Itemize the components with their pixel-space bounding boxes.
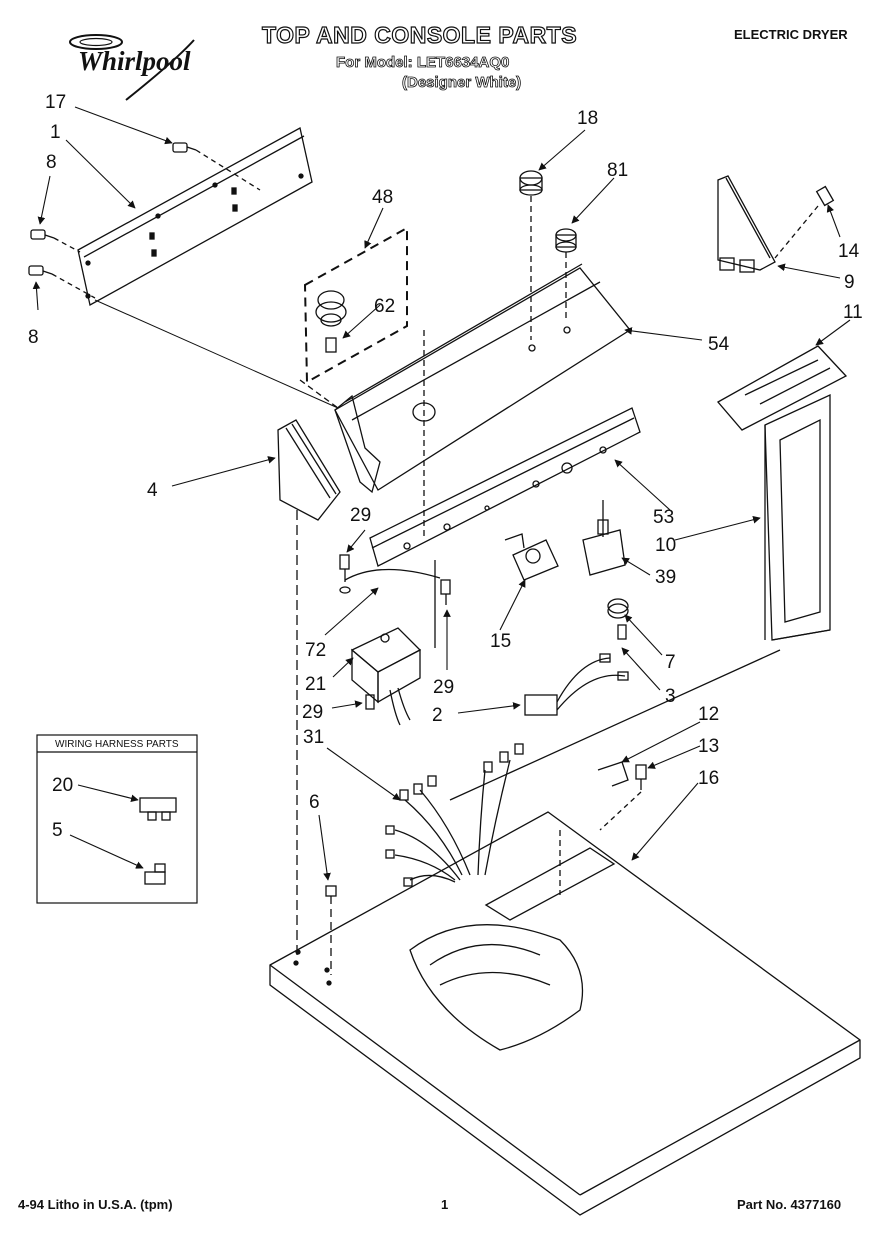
callout-7: 7 xyxy=(665,652,676,673)
model-line: For Model: LET6634AQ0 xyxy=(336,54,510,72)
timer-motor-part xyxy=(344,560,441,726)
screw-part xyxy=(339,554,451,605)
callout-21: 21 xyxy=(305,674,326,695)
callout-9: 9 xyxy=(844,272,855,293)
rear-bracket-part xyxy=(77,127,313,306)
callout-4: 4 xyxy=(147,480,158,501)
callout-29: 29 xyxy=(433,677,454,698)
callout-13: 13 xyxy=(698,736,719,757)
callout-62: 62 xyxy=(374,296,395,317)
callout-81: 81 xyxy=(607,160,628,181)
callout-15: 15 xyxy=(490,631,511,652)
top-panel-part xyxy=(449,345,848,801)
callout-8: 8 xyxy=(28,327,39,348)
callout-31: 31 xyxy=(303,727,324,748)
timer-knob-kit xyxy=(303,226,408,384)
callout-2: 2 xyxy=(432,705,443,726)
page-number: 1 xyxy=(441,1197,449,1212)
callout-18: 18 xyxy=(577,108,598,129)
wire-harness-part xyxy=(524,653,629,716)
control-channel-part xyxy=(369,330,641,567)
callout-53: 53 xyxy=(653,507,674,528)
callout-3: 3 xyxy=(665,686,676,707)
callout-72: 72 xyxy=(305,640,326,661)
end-cap-part xyxy=(277,419,341,955)
switch-part xyxy=(504,500,629,640)
clip-part xyxy=(717,175,835,273)
wiring-part xyxy=(385,743,524,887)
callout-6: 6 xyxy=(309,792,320,813)
color-line: (Designer White) xyxy=(402,74,522,92)
page-title: TOP AND CONSOLE PARTS xyxy=(261,21,578,48)
callout-11: 11 xyxy=(843,302,863,323)
callout-5: 5 xyxy=(52,820,63,841)
callout-10: 10 xyxy=(655,535,676,556)
callout-54: 54 xyxy=(708,334,730,355)
console-panel-part xyxy=(94,263,631,494)
clip-part xyxy=(325,885,337,975)
callout-20: 20 xyxy=(52,775,73,796)
footer-litho: 4-94 Litho in U.S.A. (tpm) xyxy=(18,1197,173,1212)
callout-17: 17 xyxy=(45,92,66,113)
callout-numbers: 17 1 8 8 48 62 18 81 14 9 11 54 4 29 53 … xyxy=(28,92,863,841)
callout-1: 1 xyxy=(50,122,61,143)
bracket-screw-part xyxy=(597,761,647,831)
wiring-box-title: WIRING HARNESS PARTS xyxy=(55,739,179,750)
callout-12: 12 xyxy=(698,704,719,725)
product-type: ELECTRIC DRYER xyxy=(734,27,848,42)
callout-48: 48 xyxy=(372,187,393,208)
callout-29: 29 xyxy=(350,505,371,526)
screw-part xyxy=(28,142,261,299)
callout-14: 14 xyxy=(838,241,860,262)
callout-39: 39 xyxy=(655,567,676,588)
main-top-part xyxy=(269,811,861,1216)
part-number: Part No. 4377160 xyxy=(737,1197,842,1212)
leader-lines xyxy=(32,106,851,881)
callout-16: 16 xyxy=(698,768,719,789)
callout-29: 29 xyxy=(302,702,323,723)
wiring-harness-box xyxy=(36,734,198,904)
control-knob-part xyxy=(519,170,577,340)
callout-8: 8 xyxy=(46,152,57,173)
whirlpool-logo: Whirlpool xyxy=(66,30,216,107)
